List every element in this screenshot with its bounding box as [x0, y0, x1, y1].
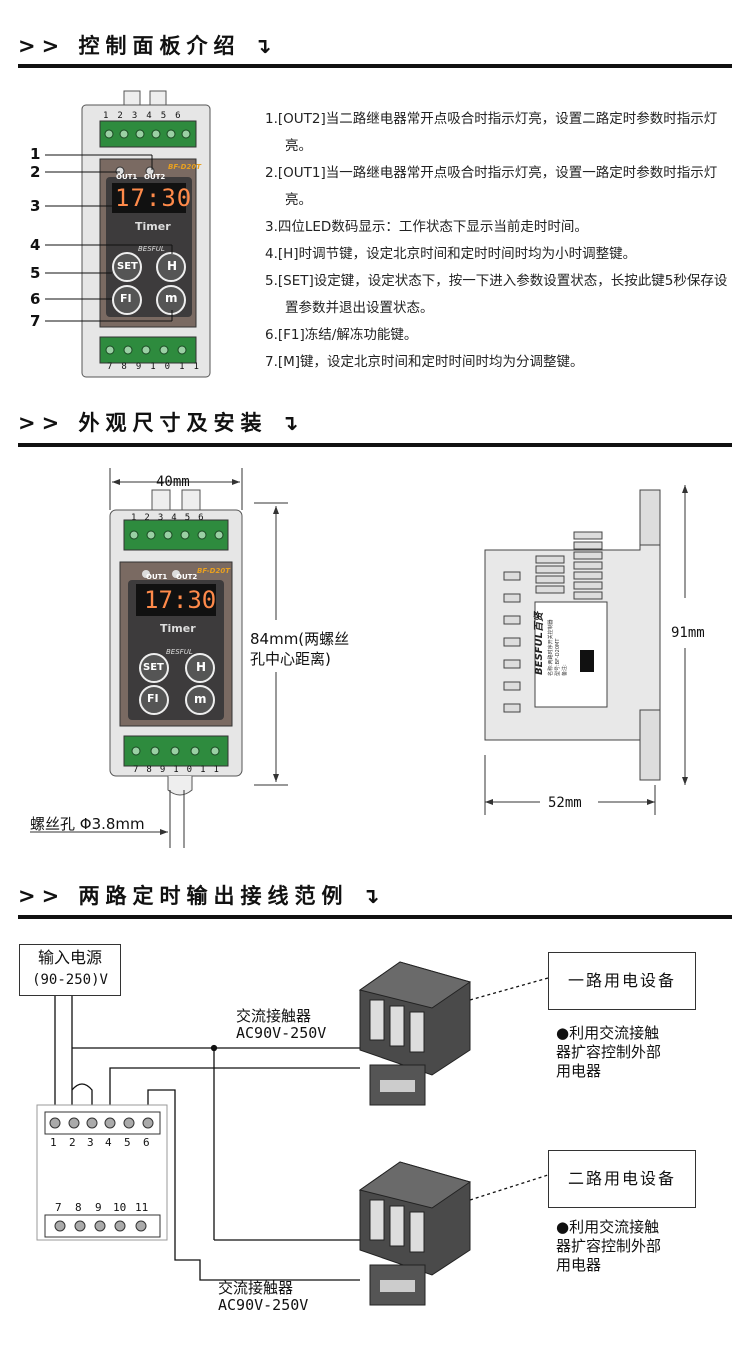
- front-brand-label: BESFUL: [166, 648, 193, 656]
- front-fi-button[interactable]: FI: [147, 692, 159, 705]
- callout-5: 5: [30, 264, 41, 282]
- callout-1: 1: [30, 145, 41, 163]
- terminal-labels-bottom: 7891011: [107, 362, 208, 372]
- height-dimension-label-line1: 84mm(两螺丝: [250, 630, 350, 648]
- description-item: 5.[SET]设定键，设定状态下，按一下进入参数设置状态，长按此键5秒保存设置参…: [265, 273, 728, 316]
- device-2-box: 二路用电设备: [548, 1150, 696, 1208]
- side-label-line3: 备注:: [562, 664, 568, 676]
- front-model-badge: BF-D20T: [197, 567, 231, 575]
- front-h-button[interactable]: H: [196, 660, 207, 674]
- section-suffix: ↴: [361, 884, 386, 908]
- led-display: 17:30: [115, 184, 193, 212]
- section-title-wiring: >> 两路定时输出接线范例 ↴: [18, 880, 385, 910]
- contactor-2-label-line2: AC90V-250V: [218, 1296, 309, 1314]
- callout-4: 4: [30, 236, 41, 254]
- front-out1-label: OUT1: [146, 573, 168, 581]
- description-item: 4.[H]时调节键，设定北京时间和定时时间时均为小时调整键。: [265, 246, 637, 262]
- description-list: 1.[OUT2]当二路继电器常开点吸合时指示灯亮，设置二路定时参数时指示灯亮。 …: [265, 106, 737, 376]
- note-1: ●利用交流接触 器扩容控制外部 用电器: [556, 1024, 662, 1080]
- screw-hole-label: 螺丝孔 Φ3.8mm: [30, 815, 145, 833]
- description-item: 7.[M]键，设定北京时间和定时时间时均为分调整键。: [265, 354, 584, 370]
- note-2: ●利用交流接触 器扩容控制外部 用电器: [556, 1218, 662, 1274]
- description-item: 1.[OUT2]当二路继电器常开点吸合时指示灯亮，设置二路定时参数时指示灯亮。: [265, 111, 718, 154]
- contactor-2-icon: [358, 1161, 472, 1306]
- section-divider: [18, 915, 732, 919]
- front-timer-label: Timer: [160, 622, 196, 635]
- control-panel-illustration: [81, 90, 211, 378]
- side-label-line1: 名称:两路时序开关控制器: [548, 619, 554, 676]
- section-title-dimensions: >> 外观尺寸及安装 ↴: [18, 407, 304, 437]
- terminal-labels-top: 123456: [103, 111, 190, 121]
- width-dimension-label: 40mm: [156, 474, 190, 490]
- device-1-box: 一路用电设备: [548, 952, 696, 1010]
- height-dimension-label-line2: 孔中心距离): [250, 650, 331, 668]
- power-label-line2: (90-250)V: [32, 972, 108, 988]
- section-suffix: ↴: [280, 411, 305, 435]
- callout-leaders: [45, 154, 173, 322]
- front-set-button[interactable]: SET: [143, 662, 164, 673]
- front-led-display: 17:30: [144, 586, 217, 614]
- section-title-control-panel: >> 控制面板介绍 ↴: [18, 30, 277, 60]
- callout-3: 3: [30, 197, 41, 215]
- callout-7: 7: [30, 312, 41, 330]
- side-label-line2: 型号:BF-D20MT: [555, 638, 561, 676]
- input-power-box: 输入电源 (90-250)V: [19, 944, 121, 996]
- section-divider: [18, 443, 732, 447]
- description-item: 6.[F1]冻结/解冻功能键。: [265, 327, 418, 343]
- out1-label: OUT1: [116, 173, 138, 181]
- h-button[interactable]: H: [167, 259, 178, 273]
- section-suffix: ↴: [253, 34, 278, 58]
- front-terminal-labels-top: 123456: [131, 513, 212, 523]
- section-title-text: 两路定时输出接线范例: [78, 884, 349, 908]
- wiring-diagram: [36, 961, 549, 1306]
- contactor-2-label-line1: 交流接触器: [218, 1279, 294, 1297]
- side-view-drawing: [484, 485, 688, 815]
- front-out2-label: OUT2: [176, 573, 198, 581]
- side-height-label: 91mm: [671, 625, 705, 641]
- contactor-1-label-line1: 交流接触器: [236, 1007, 312, 1025]
- front-view-drawing: [30, 468, 288, 848]
- fi-button[interactable]: FI: [120, 292, 132, 305]
- model-badge: BF-D20T: [168, 163, 202, 171]
- power-label-line1: 输入电源: [37, 948, 102, 967]
- section-prefix: >>: [18, 411, 66, 435]
- callout-2: 2: [30, 163, 41, 181]
- side-brand-logo: BESFUL百贤: [534, 612, 545, 675]
- set-button[interactable]: SET: [117, 261, 138, 272]
- section-divider: [18, 64, 732, 68]
- side-label-lines: 名称:两路时序开关控制器 型号:BF-D20MT 备注:: [548, 619, 569, 676]
- section-prefix: >>: [18, 34, 66, 58]
- front-m-button[interactable]: m: [194, 692, 207, 706]
- brand-label: BESFUL: [138, 245, 165, 253]
- callout-6: 6: [30, 290, 41, 308]
- section-title-text: 控制面板介绍: [78, 34, 241, 58]
- section-prefix: >>: [18, 884, 66, 908]
- side-width-label: 52mm: [548, 795, 582, 811]
- contactor-1-icon: [358, 961, 472, 1106]
- contactor-1-label-line2: AC90V-250V: [236, 1024, 327, 1042]
- front-terminal-labels-bottom: 7891011: [133, 765, 227, 775]
- out2-label: OUT2: [144, 173, 166, 181]
- m-button[interactable]: m: [165, 291, 178, 305]
- description-item: 3.四位LED数码显示：工作状态下显示当前走时时间。: [265, 219, 588, 235]
- section-title-text: 外观尺寸及安装: [78, 411, 268, 435]
- description-item: 2.[OUT1]当一路继电器常开点吸合时指示灯亮，设置一路定时参数时指示灯亮。: [265, 165, 718, 208]
- timer-label: Timer: [135, 220, 171, 233]
